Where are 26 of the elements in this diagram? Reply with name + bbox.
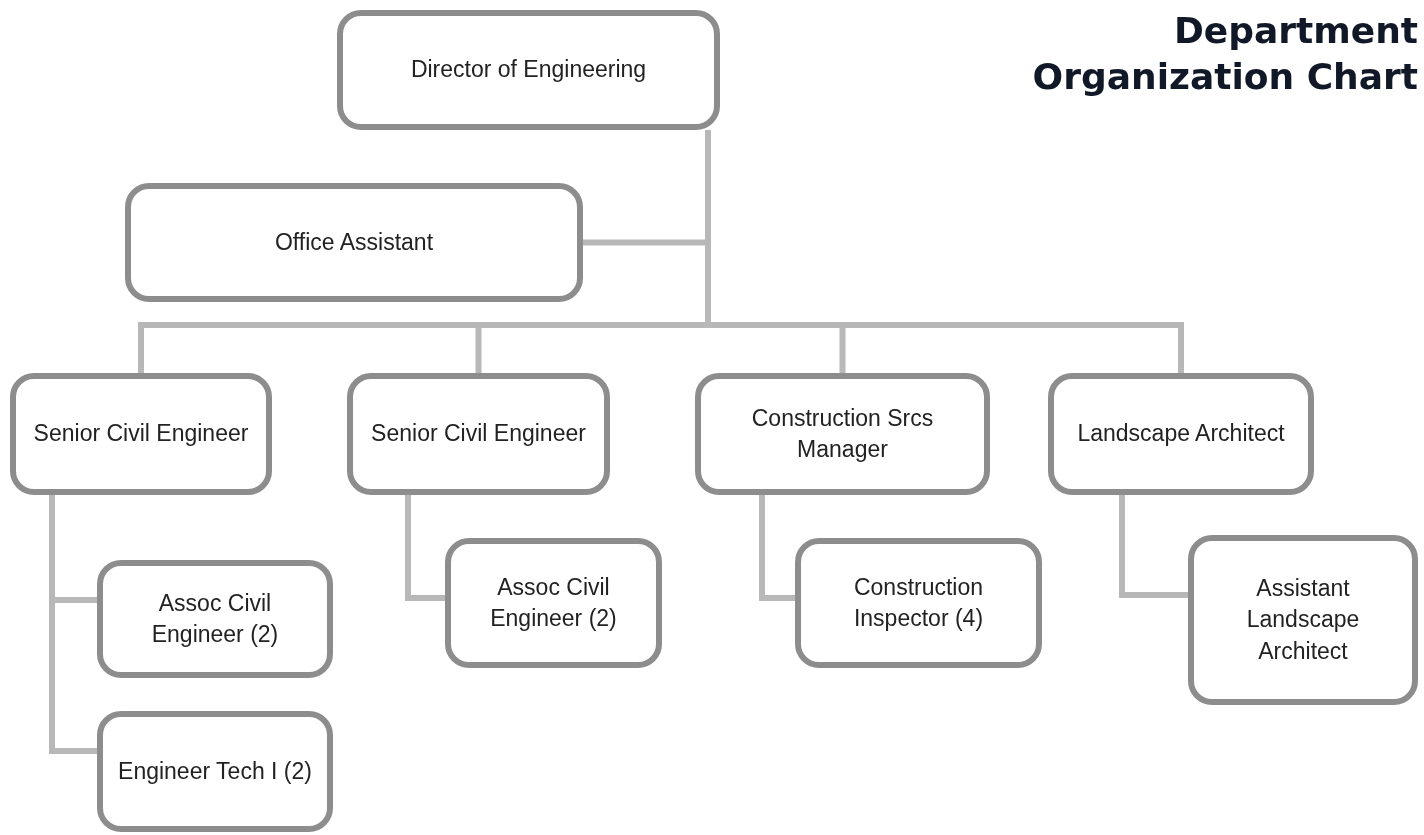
role-label: Engineer Tech I (2) [118, 756, 312, 786]
role-label: Director of Engineering [410, 55, 647, 85]
org-box [795, 538, 1042, 668]
role-label: Assoc Civil Engineer (2) [150, 588, 280, 649]
org-box [337, 10, 720, 130]
org-box [97, 560, 333, 678]
role-label: Assistant Landscape Architect [1245, 574, 1361, 666]
org-box [125, 183, 583, 302]
chart-title: Department Organization Chart [1031, 9, 1418, 99]
org-box [445, 538, 662, 668]
connector-line [1119, 495, 1188, 598]
role-label: Construction Srcs Manager [750, 403, 935, 464]
role-label: Landscape Architect [1077, 419, 1285, 449]
role-label: Office Assistant [274, 227, 434, 257]
org-box [1048, 373, 1314, 495]
role-label: Assoc Civil Engineer (2) [489, 572, 618, 633]
org-box [10, 373, 272, 495]
org-box [1188, 535, 1418, 705]
connector-line [405, 495, 445, 601]
connector-line [759, 495, 795, 601]
role-label: Senior Civil Engineer [371, 419, 586, 449]
role-label: Senior Civil Engineer [33, 419, 249, 449]
org-box [347, 373, 610, 495]
role-label: Construction Inspector (4) [852, 572, 985, 633]
org-box [695, 373, 990, 495]
org-box [97, 711, 333, 832]
